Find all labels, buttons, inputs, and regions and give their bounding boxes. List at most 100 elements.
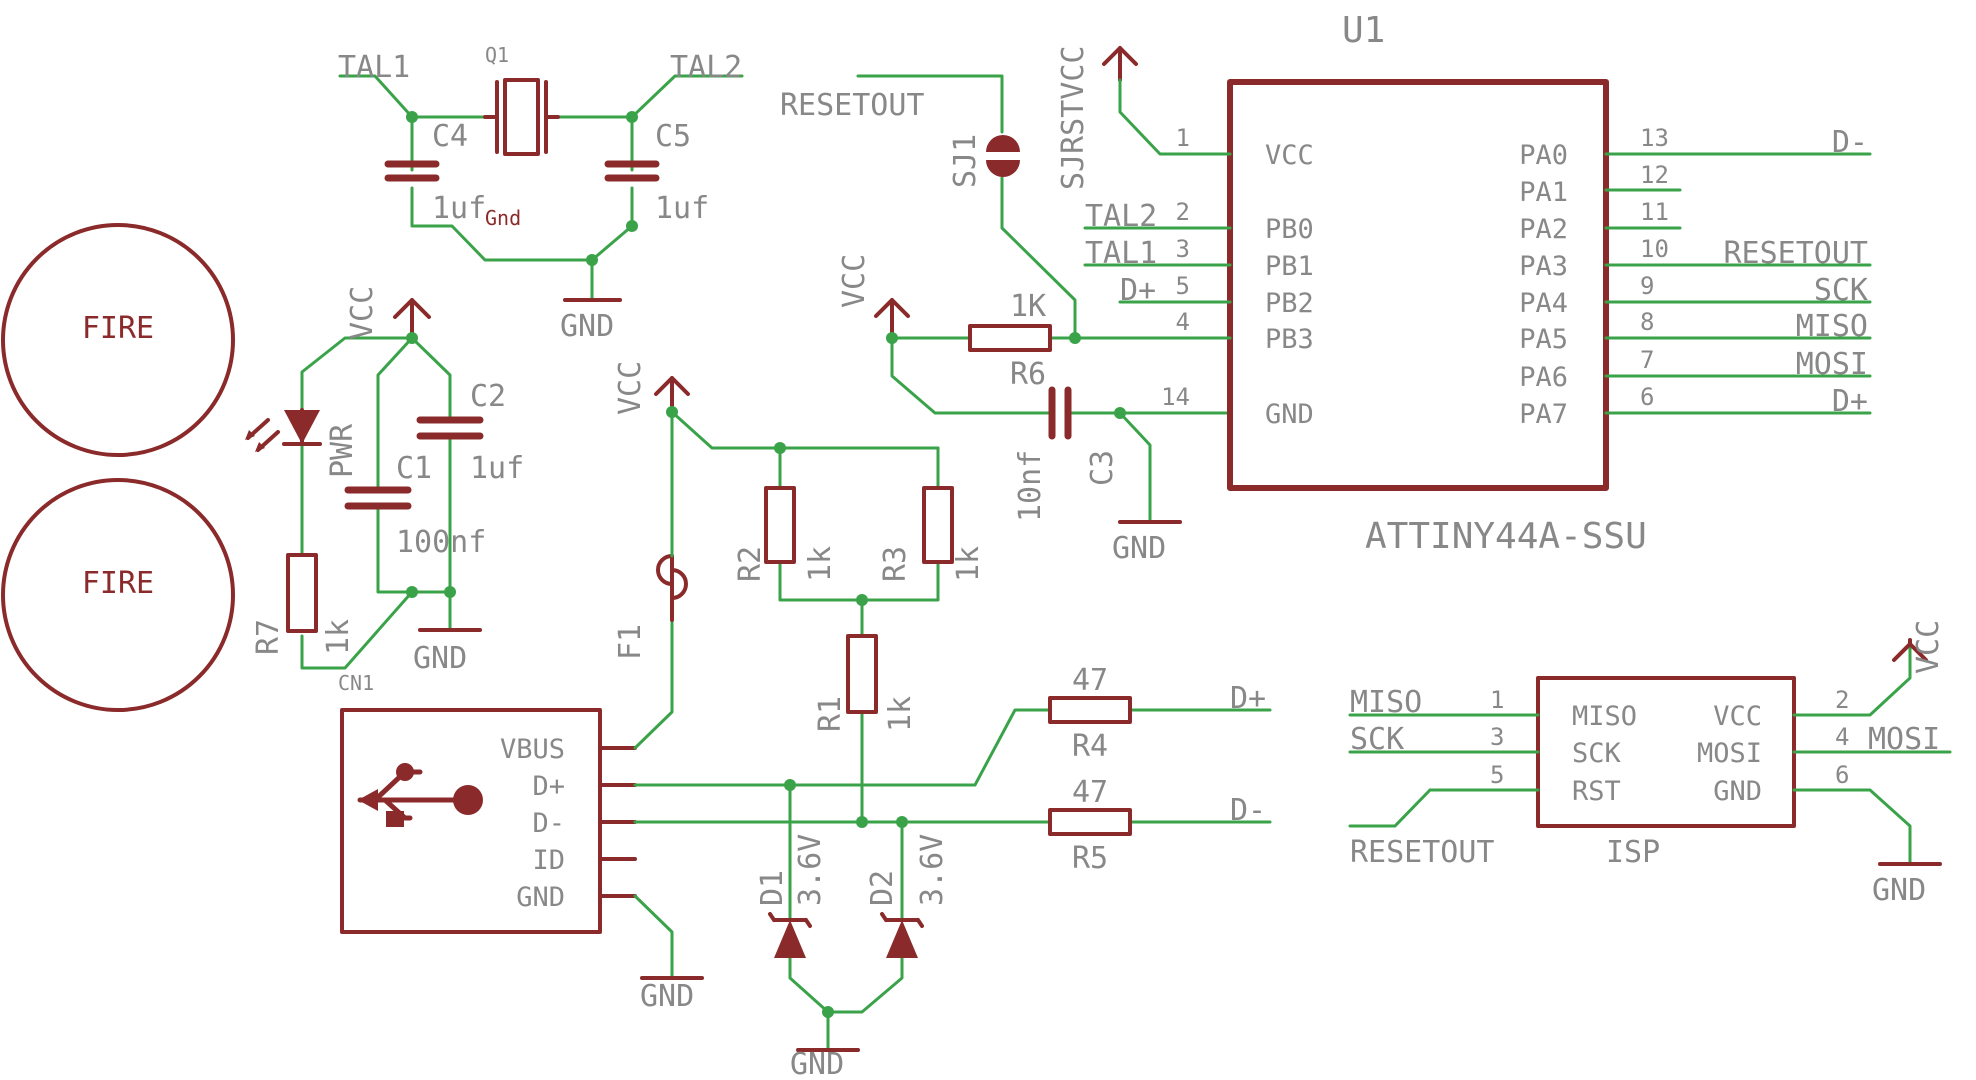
isp-pin-miso: MISO xyxy=(1572,701,1637,732)
u1-pinnum-7: 7 xyxy=(1640,346,1654,374)
u1-pin-pb2: PB2 xyxy=(1265,288,1314,319)
reset-section: RESETOUT SJ1 SJRSTVCC VCC 1K R6 10nf C3 … xyxy=(780,46,1232,566)
isp-pinnum-1: 1 xyxy=(1490,686,1504,714)
vcc-reset: VCC xyxy=(837,254,872,308)
usb-pin-dminus: D- xyxy=(532,808,565,839)
cn1-ref: CN1 xyxy=(338,671,374,695)
fuse-ref: F1 xyxy=(613,624,648,660)
c3-ref: C3 xyxy=(1085,450,1120,486)
d1-ref: D1 xyxy=(755,870,790,906)
net-resetout: RESETOUT xyxy=(780,88,925,123)
usb-pin-dplus: D+ xyxy=(532,771,565,802)
u1-pin-pb1: PB1 xyxy=(1265,251,1314,282)
gnd-power-led: GND xyxy=(413,641,467,676)
sj1-ref: SJ1 xyxy=(948,134,983,188)
d2-value: 3.6V xyxy=(915,834,950,906)
net-tal2: TAL2 xyxy=(670,50,742,85)
isp-pinnum-6: 6 xyxy=(1835,761,1849,789)
r3-ref: R3 xyxy=(878,546,913,582)
c2-value: 1uf xyxy=(470,451,524,486)
net-dplus-pa7: D+ xyxy=(1832,384,1868,419)
u1-pinnum-1: 1 xyxy=(1176,124,1190,152)
isp-pin-gnd: GND xyxy=(1713,776,1762,807)
usb-pin-gnd: GND xyxy=(516,882,565,913)
u1-part: ATTINY44A-SSU xyxy=(1365,516,1647,557)
u1-pinnum-8: 8 xyxy=(1640,308,1654,336)
u1-pin-pa7: PA7 xyxy=(1519,399,1568,430)
r7-value: 1k xyxy=(321,619,356,655)
r1-value: 1k xyxy=(883,696,918,732)
fire-hole-1: FIRE xyxy=(1,223,235,457)
c5-ref: C5 xyxy=(655,119,691,154)
net-tal1: TAL1 xyxy=(338,50,410,85)
net-miso-pa5: MISO xyxy=(1796,309,1868,344)
r2-value: 1k xyxy=(803,546,838,582)
net-resetout-pa3: RESETOUT xyxy=(1724,236,1869,271)
usb-pin-id: ID xyxy=(532,845,565,876)
u1-pinnum-6: 6 xyxy=(1640,383,1654,411)
c1-value: 100nf xyxy=(396,525,486,560)
d2-ref: D2 xyxy=(865,870,900,906)
usb-section: VBUS D+ D- ID GND VCC F1 R2 1k R3 1k R1 … xyxy=(340,361,1272,1080)
u1-pinnum-10: 10 xyxy=(1640,235,1669,263)
u1-pinnum-13: 13 xyxy=(1640,124,1669,152)
isp-pin-sck: SCK xyxy=(1572,738,1622,769)
fire-hole-2: FIRE xyxy=(1,478,235,712)
u1-pinnum-14: 14 xyxy=(1161,383,1190,411)
u1-pin-pa2: PA2 xyxy=(1519,214,1568,245)
c3-value: 10nf xyxy=(1013,450,1048,522)
r6-ref: R6 xyxy=(1010,357,1046,392)
u1-pinnum-9: 9 xyxy=(1640,272,1654,300)
r3-value: 1k xyxy=(951,546,986,582)
crystal-ref: Q1 xyxy=(485,43,509,67)
c4-value: 1uf xyxy=(432,191,486,226)
vcc-led: VCC xyxy=(345,286,380,340)
u1-pin-pa0: PA0 xyxy=(1519,140,1568,171)
isp-net-sck: SCK xyxy=(1350,722,1404,757)
gnd-usb: GND xyxy=(640,979,694,1014)
isp-net-mosi: MOSI xyxy=(1868,722,1940,757)
net-dminus-r5: D- xyxy=(1230,793,1266,828)
vcc-usb: VCC xyxy=(613,361,648,415)
u1-attiny44a: U1 ATTINY44A-SSU VCC PB0 PB1 PB2 PB3 GND… xyxy=(1083,10,1872,557)
gnd-reset: GND xyxy=(1112,531,1166,566)
u1-pin-pa1: PA1 xyxy=(1519,177,1568,208)
net-sjrstvcc: SJRSTVCC xyxy=(1056,46,1091,191)
u1-pin-gnd: GND xyxy=(1265,399,1314,430)
isp-pinnum-4: 4 xyxy=(1835,723,1849,751)
u1-ref: U1 xyxy=(1342,10,1385,51)
u1-pin-vcc: VCC xyxy=(1265,140,1314,171)
u1-pin-pa3: PA3 xyxy=(1519,251,1568,282)
isp-header: MISO SCK RST VCC MOSI GND 1 3 5 2 4 6 MI… xyxy=(1348,620,1952,908)
net-tal1-pb1: TAL1 xyxy=(1085,236,1157,271)
net-dminus-pa0: D- xyxy=(1832,125,1868,160)
isp-pin-rst: RST xyxy=(1572,776,1621,807)
isp-pin-mosi: MOSI xyxy=(1697,738,1762,769)
u1-pinnum-5: 5 xyxy=(1176,272,1190,300)
isp-net-resetout: RESETOUT xyxy=(1350,835,1495,870)
isp-pinnum-3: 3 xyxy=(1490,723,1504,751)
u1-pin-pb3: PB3 xyxy=(1265,324,1314,355)
u1-pinnum-3: 3 xyxy=(1176,235,1190,263)
c2-ref: C2 xyxy=(470,379,506,414)
r5-ref: R5 xyxy=(1072,841,1108,876)
crystal-section: TAL1 Q1 TAL2 C4 1uf Gnd C5 1uf GND xyxy=(338,43,744,344)
led-ref: PWR xyxy=(325,423,360,478)
isp-pinnum-5: 5 xyxy=(1490,761,1504,789)
power-indicator-section: VCC PWR C1 C2 1uf 100nf R7 1k CN1 GND xyxy=(245,286,524,695)
fire-label-1: FIRE xyxy=(82,311,154,346)
gnd-diodes: GND xyxy=(790,1047,844,1080)
net-dplus-r4: D+ xyxy=(1230,681,1266,716)
u1-pinnum-12: 12 xyxy=(1640,161,1669,189)
r1-ref: R1 xyxy=(813,696,848,732)
gnd-isp: GND xyxy=(1872,873,1926,908)
crystal-gnd-label: Gnd xyxy=(485,206,521,230)
isp-pinnum-2: 2 xyxy=(1835,686,1849,714)
u1-pin-pa5: PA5 xyxy=(1519,324,1568,355)
net-mosi-pa6: MOSI xyxy=(1796,347,1868,382)
r4-ref: R4 xyxy=(1072,729,1108,764)
r5-value: 47 xyxy=(1072,775,1108,810)
net-sck-pa4: SCK xyxy=(1814,273,1868,308)
gnd-crystal: GND xyxy=(560,309,614,344)
